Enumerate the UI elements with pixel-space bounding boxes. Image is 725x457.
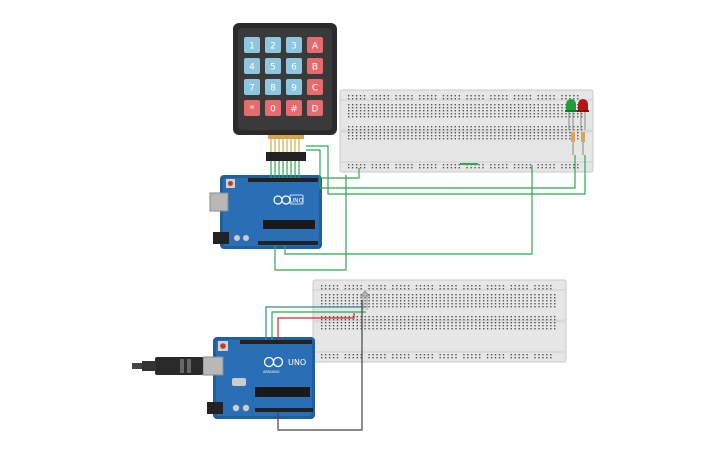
- keypad-key-label: *: [250, 105, 255, 115]
- keypad-key-5[interactable]: 5: [265, 58, 281, 74]
- keypad-key-2[interactable]: 2: [265, 37, 281, 53]
- keypad-key-9[interactable]: 9: [286, 79, 302, 95]
- wires-top[interactable]: [270, 145, 586, 271]
- keypad-key-label: A: [312, 42, 319, 52]
- keypad-key-label: 0: [270, 105, 276, 115]
- keypad-key-label: 8: [270, 84, 276, 94]
- arduino-bottom-label: ARDUINO: [263, 370, 280, 374]
- keypad-key-8[interactable]: 8: [265, 79, 281, 95]
- keypad-key-3[interactable]: 3: [286, 37, 302, 53]
- keypad-key-label: 5: [270, 63, 276, 73]
- resistor-2[interactable]: [581, 132, 585, 155]
- keypad-key-label: 3: [291, 42, 297, 52]
- keypad-key-label: 7: [249, 84, 255, 94]
- keypad-key-4[interactable]: 4: [244, 58, 260, 74]
- arduino-logo-icon: [263, 356, 284, 368]
- keypad-key-A[interactable]: A: [307, 37, 323, 53]
- keypad-key-label: 1: [249, 42, 255, 52]
- led-green[interactable]: [565, 99, 577, 130]
- breadboard-top-holes[interactable]: [348, 95, 583, 169]
- keypad-key-label: D: [312, 105, 319, 115]
- keypad-key-C[interactable]: C: [307, 79, 323, 95]
- arduino-top-brand: UNO: [290, 198, 304, 205]
- keypad-key-label: 2: [270, 42, 276, 52]
- keypad-key-label: B: [312, 63, 318, 73]
- keypad-key-0[interactable]: 0: [265, 100, 281, 116]
- keypad-connector-pins: [266, 135, 306, 161]
- keypad-key-label: 4: [249, 63, 255, 73]
- arduino-uno-bottom[interactable]: UNO ARDUINO: [132, 337, 315, 419]
- breadboard-bottom[interactable]: [312, 279, 567, 363]
- keypad-key-#[interactable]: #: [286, 100, 302, 116]
- led-red[interactable]: [577, 99, 589, 130]
- breadboard-bottom-holes[interactable]: [321, 285, 556, 359]
- arduino-uno-top[interactable]: UNO: [209, 175, 322, 249]
- keypad-key-label: 9: [291, 84, 297, 94]
- keypad-key-*[interactable]: *: [244, 100, 260, 116]
- breadboard-top[interactable]: [339, 89, 594, 173]
- keypad-key-D[interactable]: D: [307, 100, 323, 116]
- keypad-key-label: C: [312, 84, 318, 94]
- keypad-key-7[interactable]: 7: [244, 79, 260, 95]
- resistor-1[interactable]: [571, 132, 575, 155]
- sensor-component[interactable]: [359, 290, 371, 310]
- keypad-key-B[interactable]: B: [307, 58, 323, 74]
- keypad-key-label: 6: [291, 63, 297, 73]
- keypad-key-label: #: [290, 105, 298, 115]
- keypad-key-6[interactable]: 6: [286, 58, 302, 74]
- keypad-key-1[interactable]: 1: [244, 37, 260, 53]
- arduino-bottom-brand: UNO: [288, 358, 306, 367]
- usb-cable[interactable]: [132, 357, 203, 375]
- keypad-4x4[interactable]: 1 2 3 A 4 5 6 B 7 8 9 C * 0 # D: [233, 23, 337, 161]
- wires-bottom[interactable]: [265, 300, 366, 431]
